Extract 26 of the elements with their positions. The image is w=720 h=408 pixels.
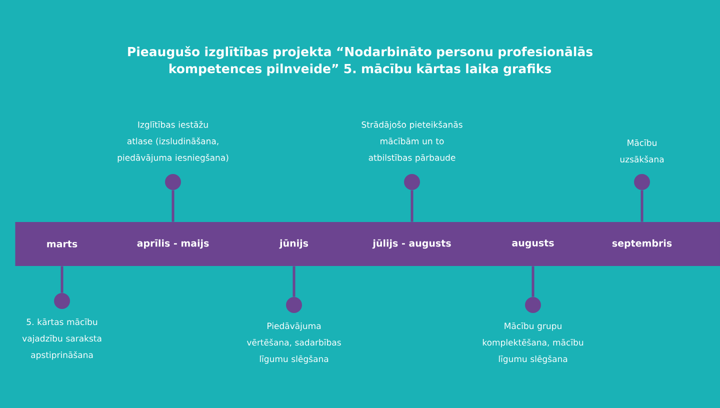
event-description: 5. kārtas mācību vajadzību saraksta apstiprināšana xyxy=(22,318,102,360)
timeline-dot xyxy=(404,174,420,190)
connector-line xyxy=(60,266,64,293)
timeline-dot xyxy=(525,297,541,313)
month-label: marts xyxy=(47,240,78,248)
connector-line xyxy=(640,190,644,222)
title: Pieaugušo izglītības projekta “Nodarbināto personu profesionālās kompetences pilnveide” 5. mācību kārtas laika grafiks xyxy=(128,46,592,76)
month-label: jūnijs xyxy=(279,239,308,249)
timeline-band xyxy=(15,222,720,266)
month-label: jūlijs - augusts xyxy=(372,239,451,249)
month-label: augusts xyxy=(512,240,554,248)
month-label: septembris xyxy=(612,239,672,249)
event-description: Mācību uzsākšana xyxy=(620,139,664,162)
event-description: Strādājošo pieteikšanās mācībām un to atbilstības pārbaude xyxy=(362,120,462,162)
month-label: aprīlis - maijs xyxy=(137,239,209,249)
event-description: Izglītības iestāžu atlase (izsludināšana, piedāvājuma iesniegšana) xyxy=(118,120,228,162)
timeline-dot xyxy=(165,174,181,190)
event-description: Piedāvājuma vērtēšana, sadarbības līgumu slēgšana xyxy=(246,322,341,364)
connector-line xyxy=(172,190,174,222)
connector-line xyxy=(292,266,296,297)
connector-line xyxy=(532,266,534,297)
timeline-dot xyxy=(54,293,70,309)
event-description: Mācību grupu komplektēšana, mācību līgumu slēgšana xyxy=(482,322,584,364)
connector-line xyxy=(410,190,414,222)
timeline-dot xyxy=(634,174,650,190)
timeline-dot xyxy=(286,297,302,313)
